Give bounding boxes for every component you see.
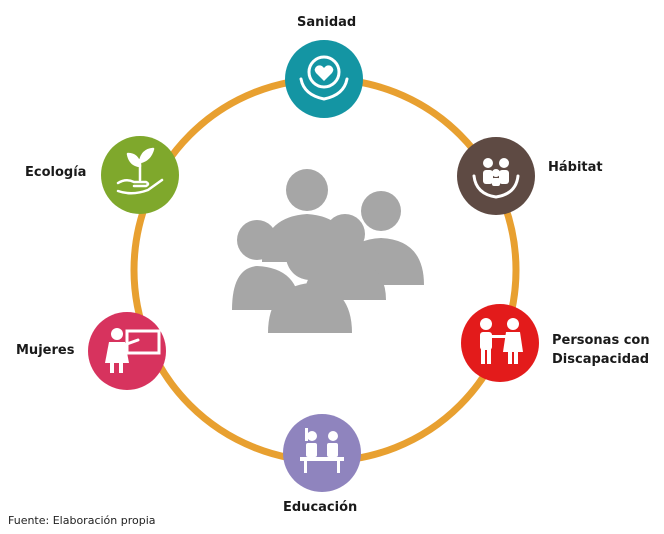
node-ecologia bbox=[101, 136, 179, 214]
node-mujeres bbox=[88, 312, 166, 390]
teacher-woman-icon bbox=[105, 328, 161, 373]
node-discapacidad bbox=[461, 304, 539, 382]
people-group-icon bbox=[232, 169, 424, 333]
node-sanidad bbox=[285, 40, 363, 118]
classroom-icon bbox=[300, 428, 344, 473]
plant-hand-icon bbox=[116, 147, 164, 195]
node-educacion bbox=[283, 414, 361, 492]
label-discapacidad: Personas con Discapacidad bbox=[552, 333, 650, 367]
label-habitat: Hábitat bbox=[548, 160, 603, 175]
label-ecologia: Ecología bbox=[25, 165, 87, 180]
family-hands-icon bbox=[472, 158, 520, 199]
label-educacion: Educación bbox=[283, 500, 358, 515]
children-icon bbox=[480, 318, 523, 364]
label-sanidad: Sanidad bbox=[297, 15, 357, 30]
heart-hands-icon bbox=[299, 55, 349, 101]
node-habitat bbox=[457, 137, 535, 215]
label-mujeres: Mujeres bbox=[16, 343, 75, 358]
source-note: Fuente: Elaboración propia bbox=[8, 514, 156, 527]
